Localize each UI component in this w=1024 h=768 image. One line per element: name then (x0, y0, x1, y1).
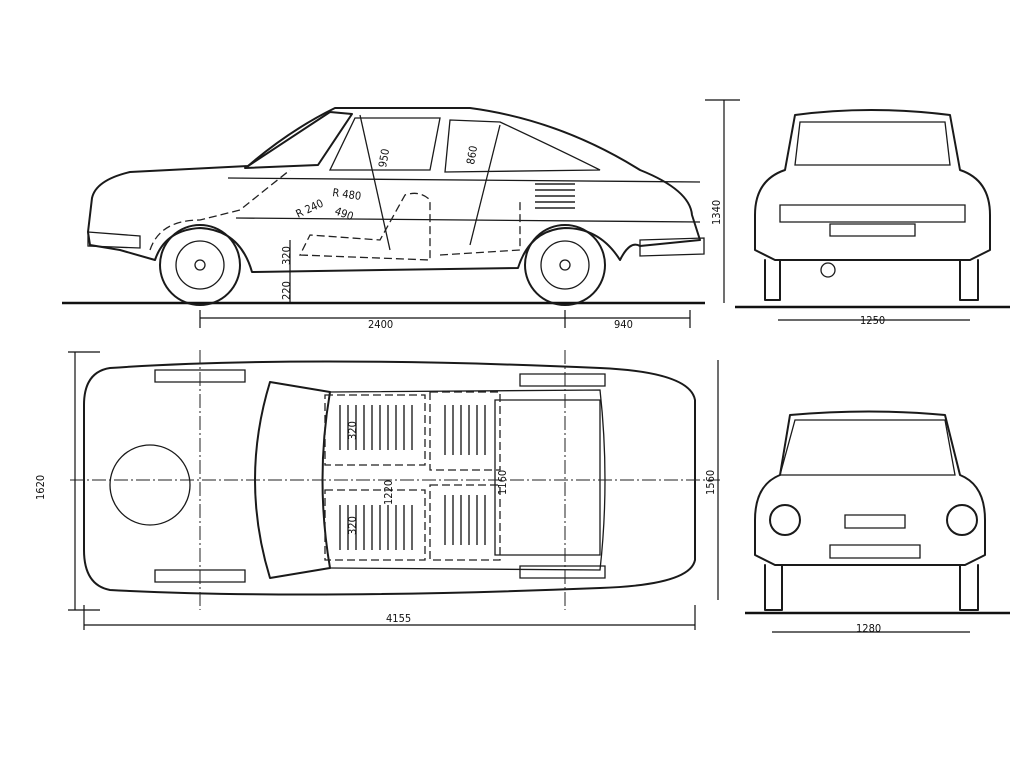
dim-headroom-front: 950 (376, 148, 392, 169)
windscreen-front (779, 419, 956, 476)
front-wheel (159, 224, 241, 306)
dim-radius-240: R 240 (294, 197, 326, 221)
dim-rear-track: 1250 (860, 314, 885, 327)
rear-window (794, 121, 951, 166)
seats-outline (298, 192, 521, 261)
windshield-top (254, 381, 331, 579)
rear-window-top (494, 399, 601, 556)
dim-length: 4155 (386, 612, 411, 625)
side-window-rear (444, 119, 601, 173)
spare-wheel (109, 444, 191, 526)
headlight-left (769, 504, 801, 536)
front-body-outline (754, 410, 986, 566)
dim-front-seat-right: 320 (346, 516, 359, 535)
bumpers (87, 231, 705, 257)
rear-view: 1250 (735, 109, 1010, 327)
dim-width: 1620 (34, 475, 47, 500)
dim-height: 1340 (710, 200, 723, 225)
dim-headroom-rear: 860 (464, 145, 480, 166)
dim-rear-interior-width: 1160 (496, 470, 509, 495)
dim-rear-overhang: 940 (614, 318, 633, 331)
dim-radius-480: R 480 (332, 186, 362, 203)
top-body-outline (83, 360, 696, 596)
seats-top (324, 391, 501, 561)
dim-seat-height: 320 (280, 246, 293, 265)
side-body-outline (87, 107, 701, 273)
dim-front-track: 1280 (856, 622, 881, 635)
dim-front-interior-width: 1220 (382, 480, 395, 505)
dim-wheelbase: 2400 (368, 318, 393, 331)
front-view: 1280 (745, 410, 1010, 635)
headlight-right (946, 504, 978, 536)
grille-plate (829, 514, 921, 559)
side-view: 950 860 R 240 R 480 490 320 220 2400 940… (62, 99, 740, 331)
dim-inner-width: 1560 (704, 470, 717, 495)
dim-ground-clearance: 220 (280, 281, 293, 300)
windshield (244, 111, 353, 169)
rear-tyres (764, 259, 979, 301)
side-window-front (328, 117, 441, 171)
seat-hatching (339, 405, 486, 550)
front-tyres (764, 564, 979, 611)
dim-seat-depth: 490 (333, 205, 355, 224)
top-view: 1620 320 320 1220 1160 1560 4155 (34, 350, 720, 630)
side-vents (535, 183, 575, 209)
rear-lights (779, 204, 966, 237)
rear-body-outline (754, 109, 991, 261)
dim-front-seat-left: 320 (346, 421, 359, 440)
rear-wheel (524, 224, 606, 306)
